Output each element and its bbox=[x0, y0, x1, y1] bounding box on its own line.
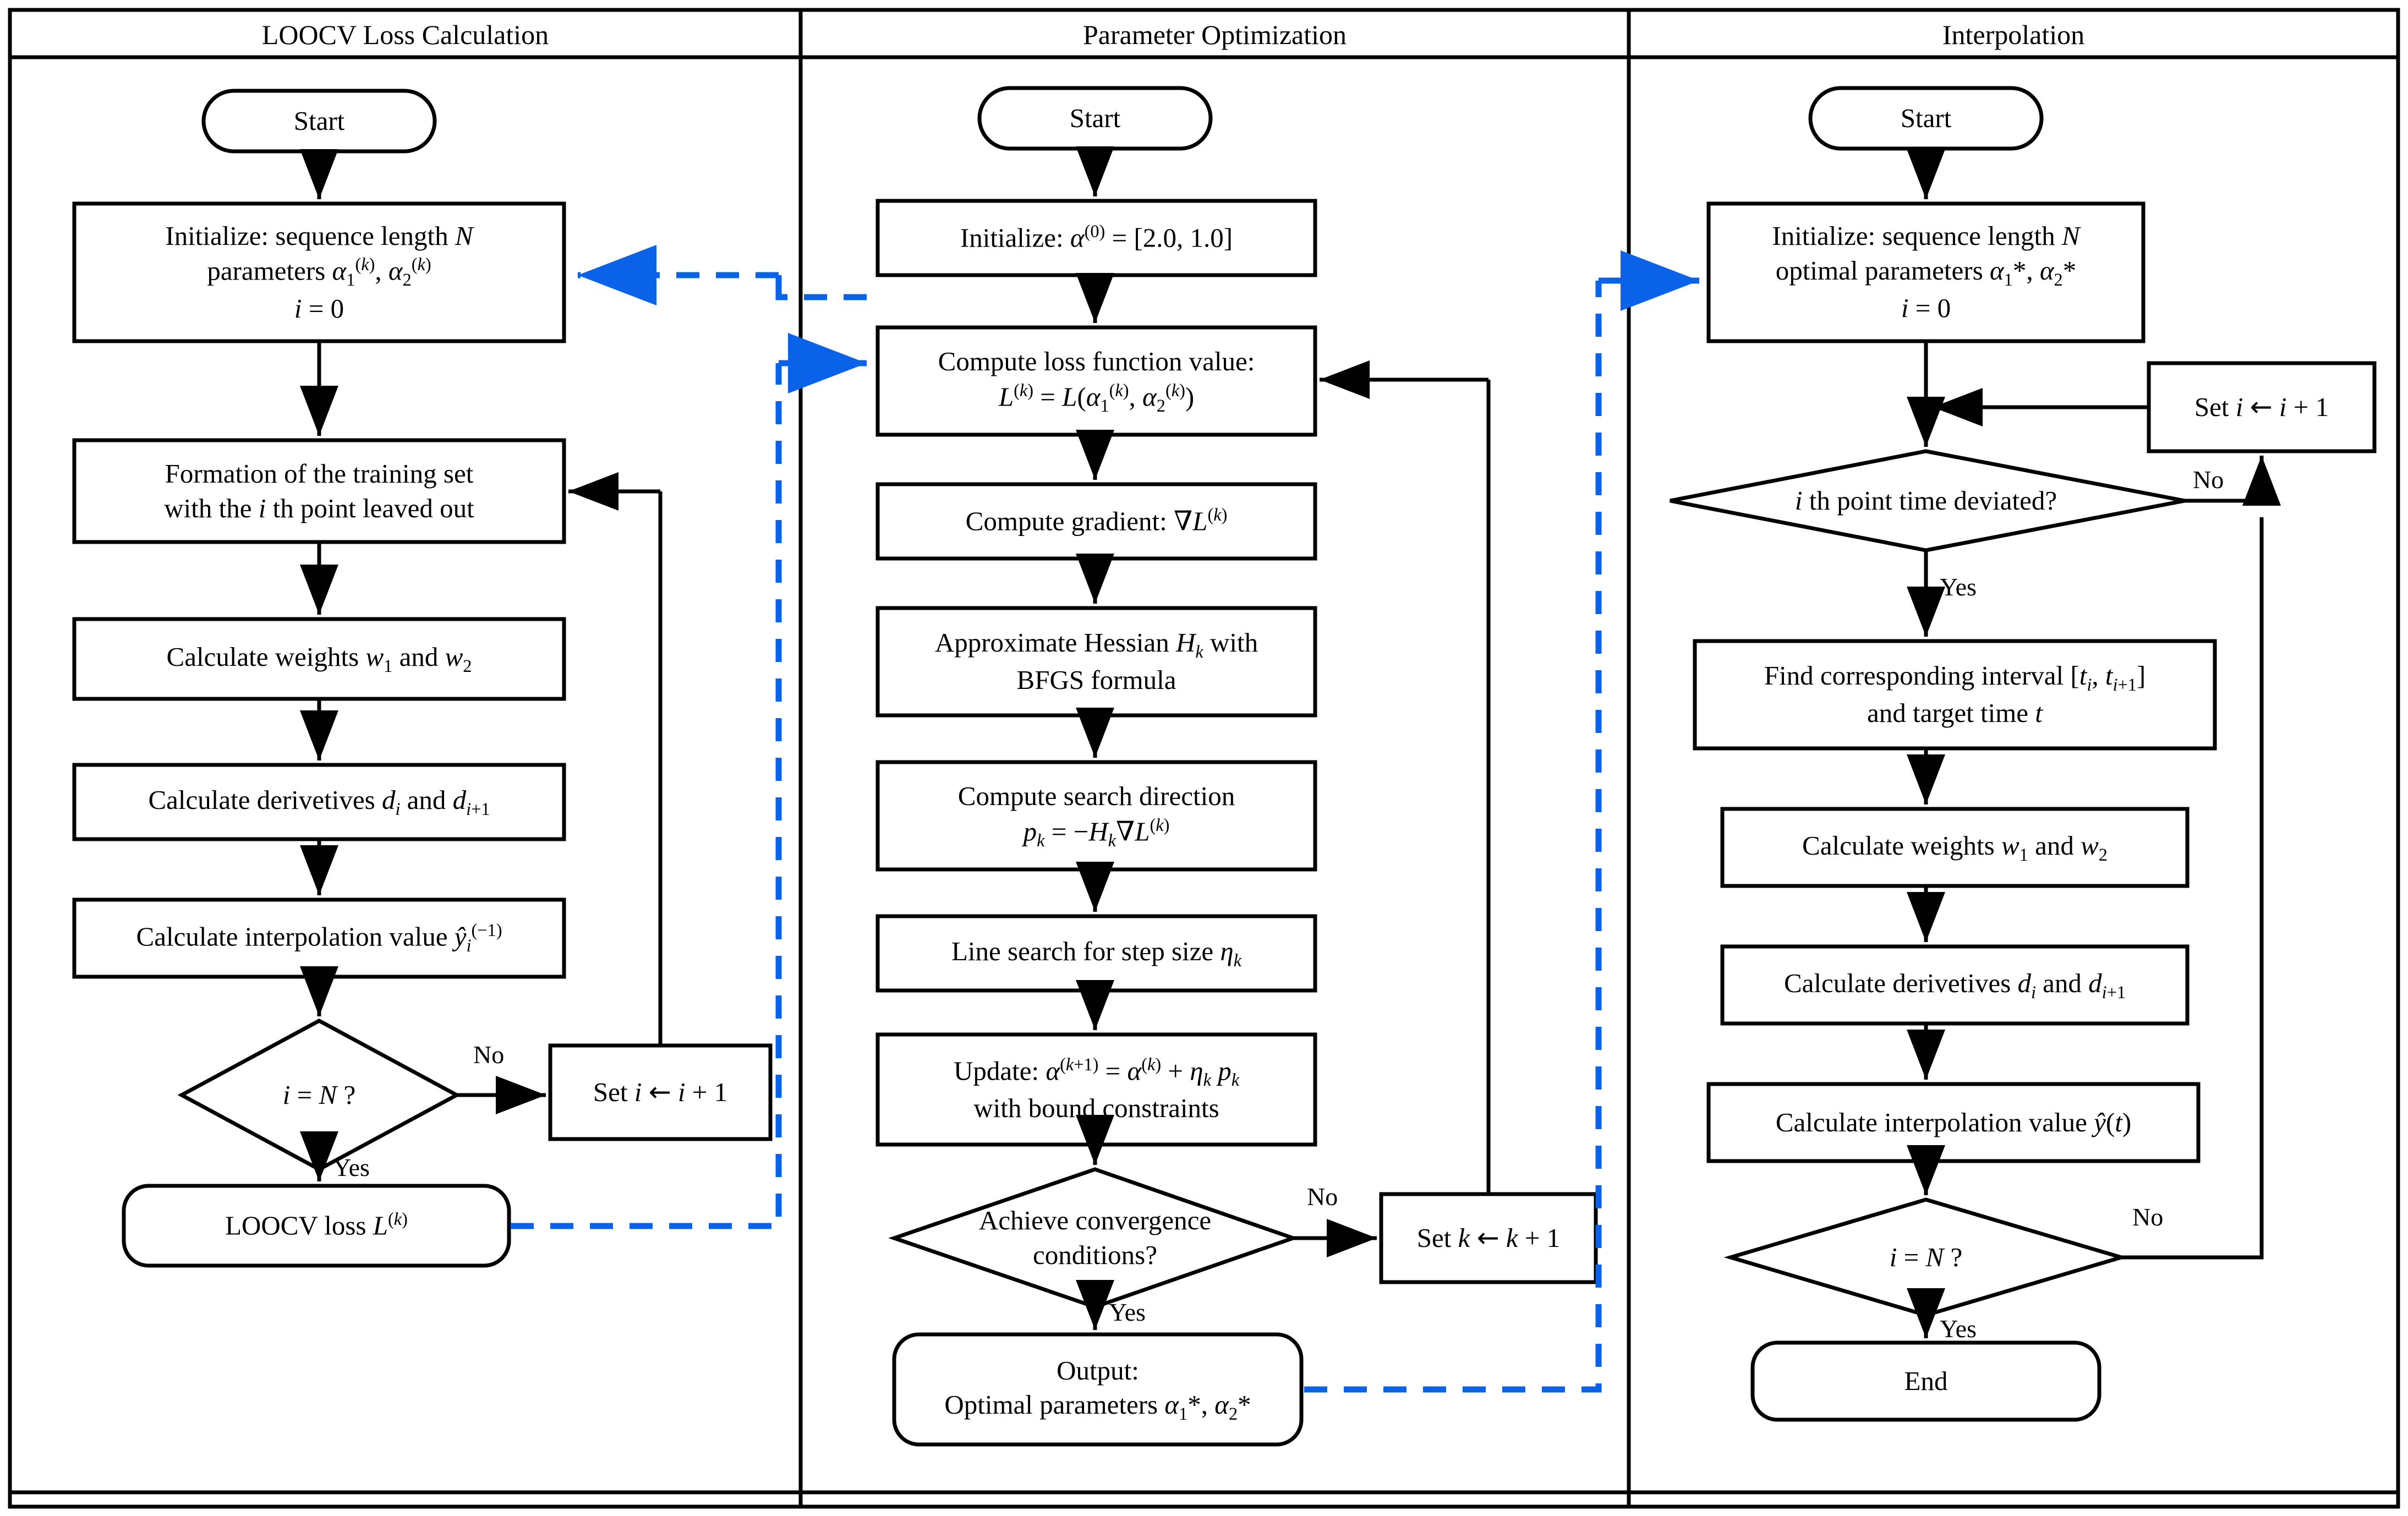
param-increment-shape bbox=[1379, 1192, 1598, 1284]
panel-title-interp: Interpolation bbox=[1942, 19, 2085, 50]
interp-edge-label-yes-n: Yes bbox=[1940, 1315, 1977, 1343]
interp-edge-label-no-time: No bbox=[2193, 466, 2224, 494]
param-gradient-shape bbox=[875, 482, 1317, 561]
loocv-weights-shape bbox=[72, 617, 566, 701]
link-param-to-interp-path bbox=[1304, 281, 1602, 1393]
param-decision-shape bbox=[888, 1167, 1299, 1309]
param-init-shape bbox=[875, 199, 1317, 277]
loocv-interp-shape bbox=[72, 897, 566, 979]
interp-init-shape bbox=[1706, 201, 2146, 343]
loocv-increment-shape bbox=[548, 1043, 773, 1141]
param-loss-shape bbox=[875, 325, 1317, 437]
param-edge-label-no: No bbox=[1307, 1183, 1338, 1211]
param-direction-shape bbox=[875, 760, 1317, 872]
interp-interpvalue-shape bbox=[1706, 1082, 2201, 1163]
loocv-output-shape bbox=[122, 1184, 511, 1268]
param-update-shape bbox=[875, 1032, 1317, 1147]
panel-title-loocv: LOOCV Loss Calculation bbox=[261, 19, 549, 50]
param-start-shape bbox=[977, 86, 1213, 151]
link-param-to-loocv-path bbox=[775, 283, 867, 300]
panel-title-param: Parameter Optimization bbox=[1082, 19, 1347, 50]
loocv-formation-shape bbox=[72, 438, 566, 544]
param-hessian-shape bbox=[875, 606, 1317, 718]
loocv-derivatives-shape bbox=[72, 763, 566, 841]
param-edge-label-yes: Yes bbox=[1109, 1298, 1146, 1326]
interp-end-shape bbox=[1750, 1340, 2101, 1422]
interp-increment-shape bbox=[2147, 361, 2377, 453]
link-loocv-to-param-path bbox=[511, 363, 782, 1229]
param-linesearch-shape bbox=[875, 914, 1317, 993]
interp-edge-label-no-n: No bbox=[2132, 1203, 2164, 1231]
interp-decision-n-shape bbox=[1723, 1197, 2128, 1317]
loocv-init-shape bbox=[72, 201, 566, 343]
loocv-start-shape bbox=[201, 89, 437, 154]
interp-derivatives-shape bbox=[1720, 944, 2190, 1026]
interp-weights-shape bbox=[1720, 807, 2190, 888]
loocv-edge-label-yes: Yes bbox=[333, 1153, 370, 1181]
param-output-shape bbox=[892, 1332, 1304, 1447]
interp-find-shape bbox=[1693, 639, 2217, 751]
interp-start-shape bbox=[1808, 86, 2044, 151]
loocv-edge-label-no: No bbox=[473, 1041, 505, 1069]
interp-decision-time-shape bbox=[1670, 449, 2185, 552]
loocv-decision-shape bbox=[177, 1019, 461, 1172]
interp-edge-label-yes-time: Yes bbox=[1940, 573, 1977, 601]
